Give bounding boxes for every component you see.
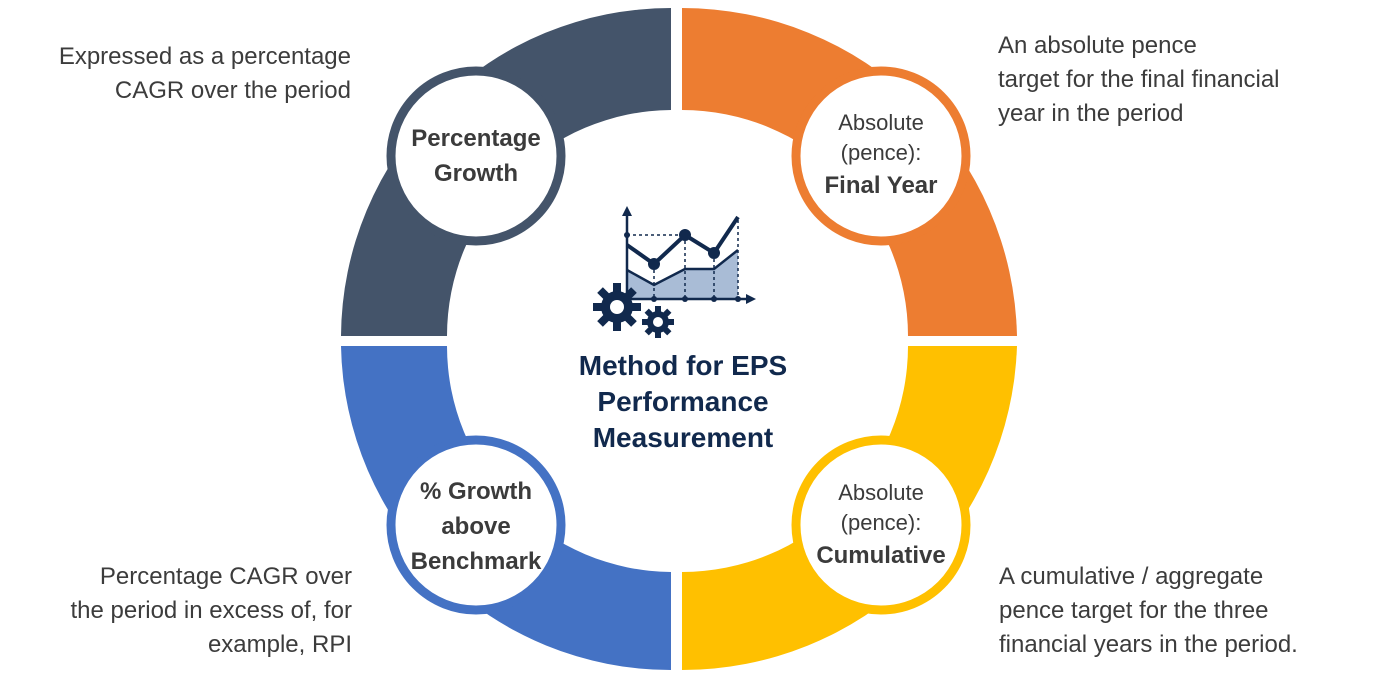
badge-label: % Growth [420, 478, 532, 505]
description-line: year in the period [998, 100, 1184, 127]
badge-cumulative: Absolute (pence): Cumulative [781, 478, 981, 573]
badge-label: Cumulative [816, 542, 946, 569]
badge-label: above [441, 513, 511, 540]
badge-label: (pence): [840, 140, 922, 165]
badge-label: Benchmark [410, 548, 542, 575]
center-title-line: Method for EPS [578, 350, 788, 381]
description-line: A cumulative / aggregate [999, 563, 1264, 590]
description-growth-above-benchmark: Percentage CAGR over the period in exces… [71, 560, 352, 662]
description-line: the period in excess of, for [70, 597, 352, 624]
badge-final-year: Absolute (pence): Final Year [781, 108, 981, 203]
badge-circle-cumulative [791, 435, 971, 615]
description-line: pence target for the three [999, 597, 1269, 624]
description-line: An absolute pence [998, 32, 1197, 59]
description-line: target for the final financial [998, 66, 1280, 93]
description-final-year: An absolute pence target for the final f… [998, 29, 1280, 131]
badge-label: Percentage [411, 125, 541, 152]
badge-circle-final-year [791, 66, 971, 246]
badge-percentage-growth: Percentage Growth [376, 121, 576, 191]
badge-label: Absolute [838, 480, 924, 505]
badge-circle-percentage-growth [386, 66, 566, 246]
description-line: Percentage CAGR over [99, 563, 352, 590]
chart-gears-icon [593, 206, 756, 338]
badge-label: Growth [434, 160, 518, 187]
center-title-line: Performance [597, 386, 769, 417]
badge-circle-growth-above-benchmark [386, 435, 566, 615]
description-line: example, RPI [207, 631, 352, 658]
description-cumulative: A cumulative / aggregate pence target fo… [999, 560, 1298, 662]
center-title: Method for EPS Performance Measurement [510, 348, 856, 456]
description-line: financial years in the period. [999, 631, 1298, 658]
description-line: CAGR over the period [114, 77, 351, 104]
description-percentage-growth: Expressed as a percentage CAGR over the … [59, 40, 351, 108]
badge-label: Absolute [838, 110, 924, 135]
description-line: Expressed as a percentage [58, 43, 351, 70]
center-title-line: Measurement [592, 422, 774, 453]
badge-label: (pence): [840, 510, 922, 535]
badge-growth-above-benchmark: % Growth above Benchmark [376, 474, 576, 579]
badge-label: Final Year [824, 172, 938, 199]
